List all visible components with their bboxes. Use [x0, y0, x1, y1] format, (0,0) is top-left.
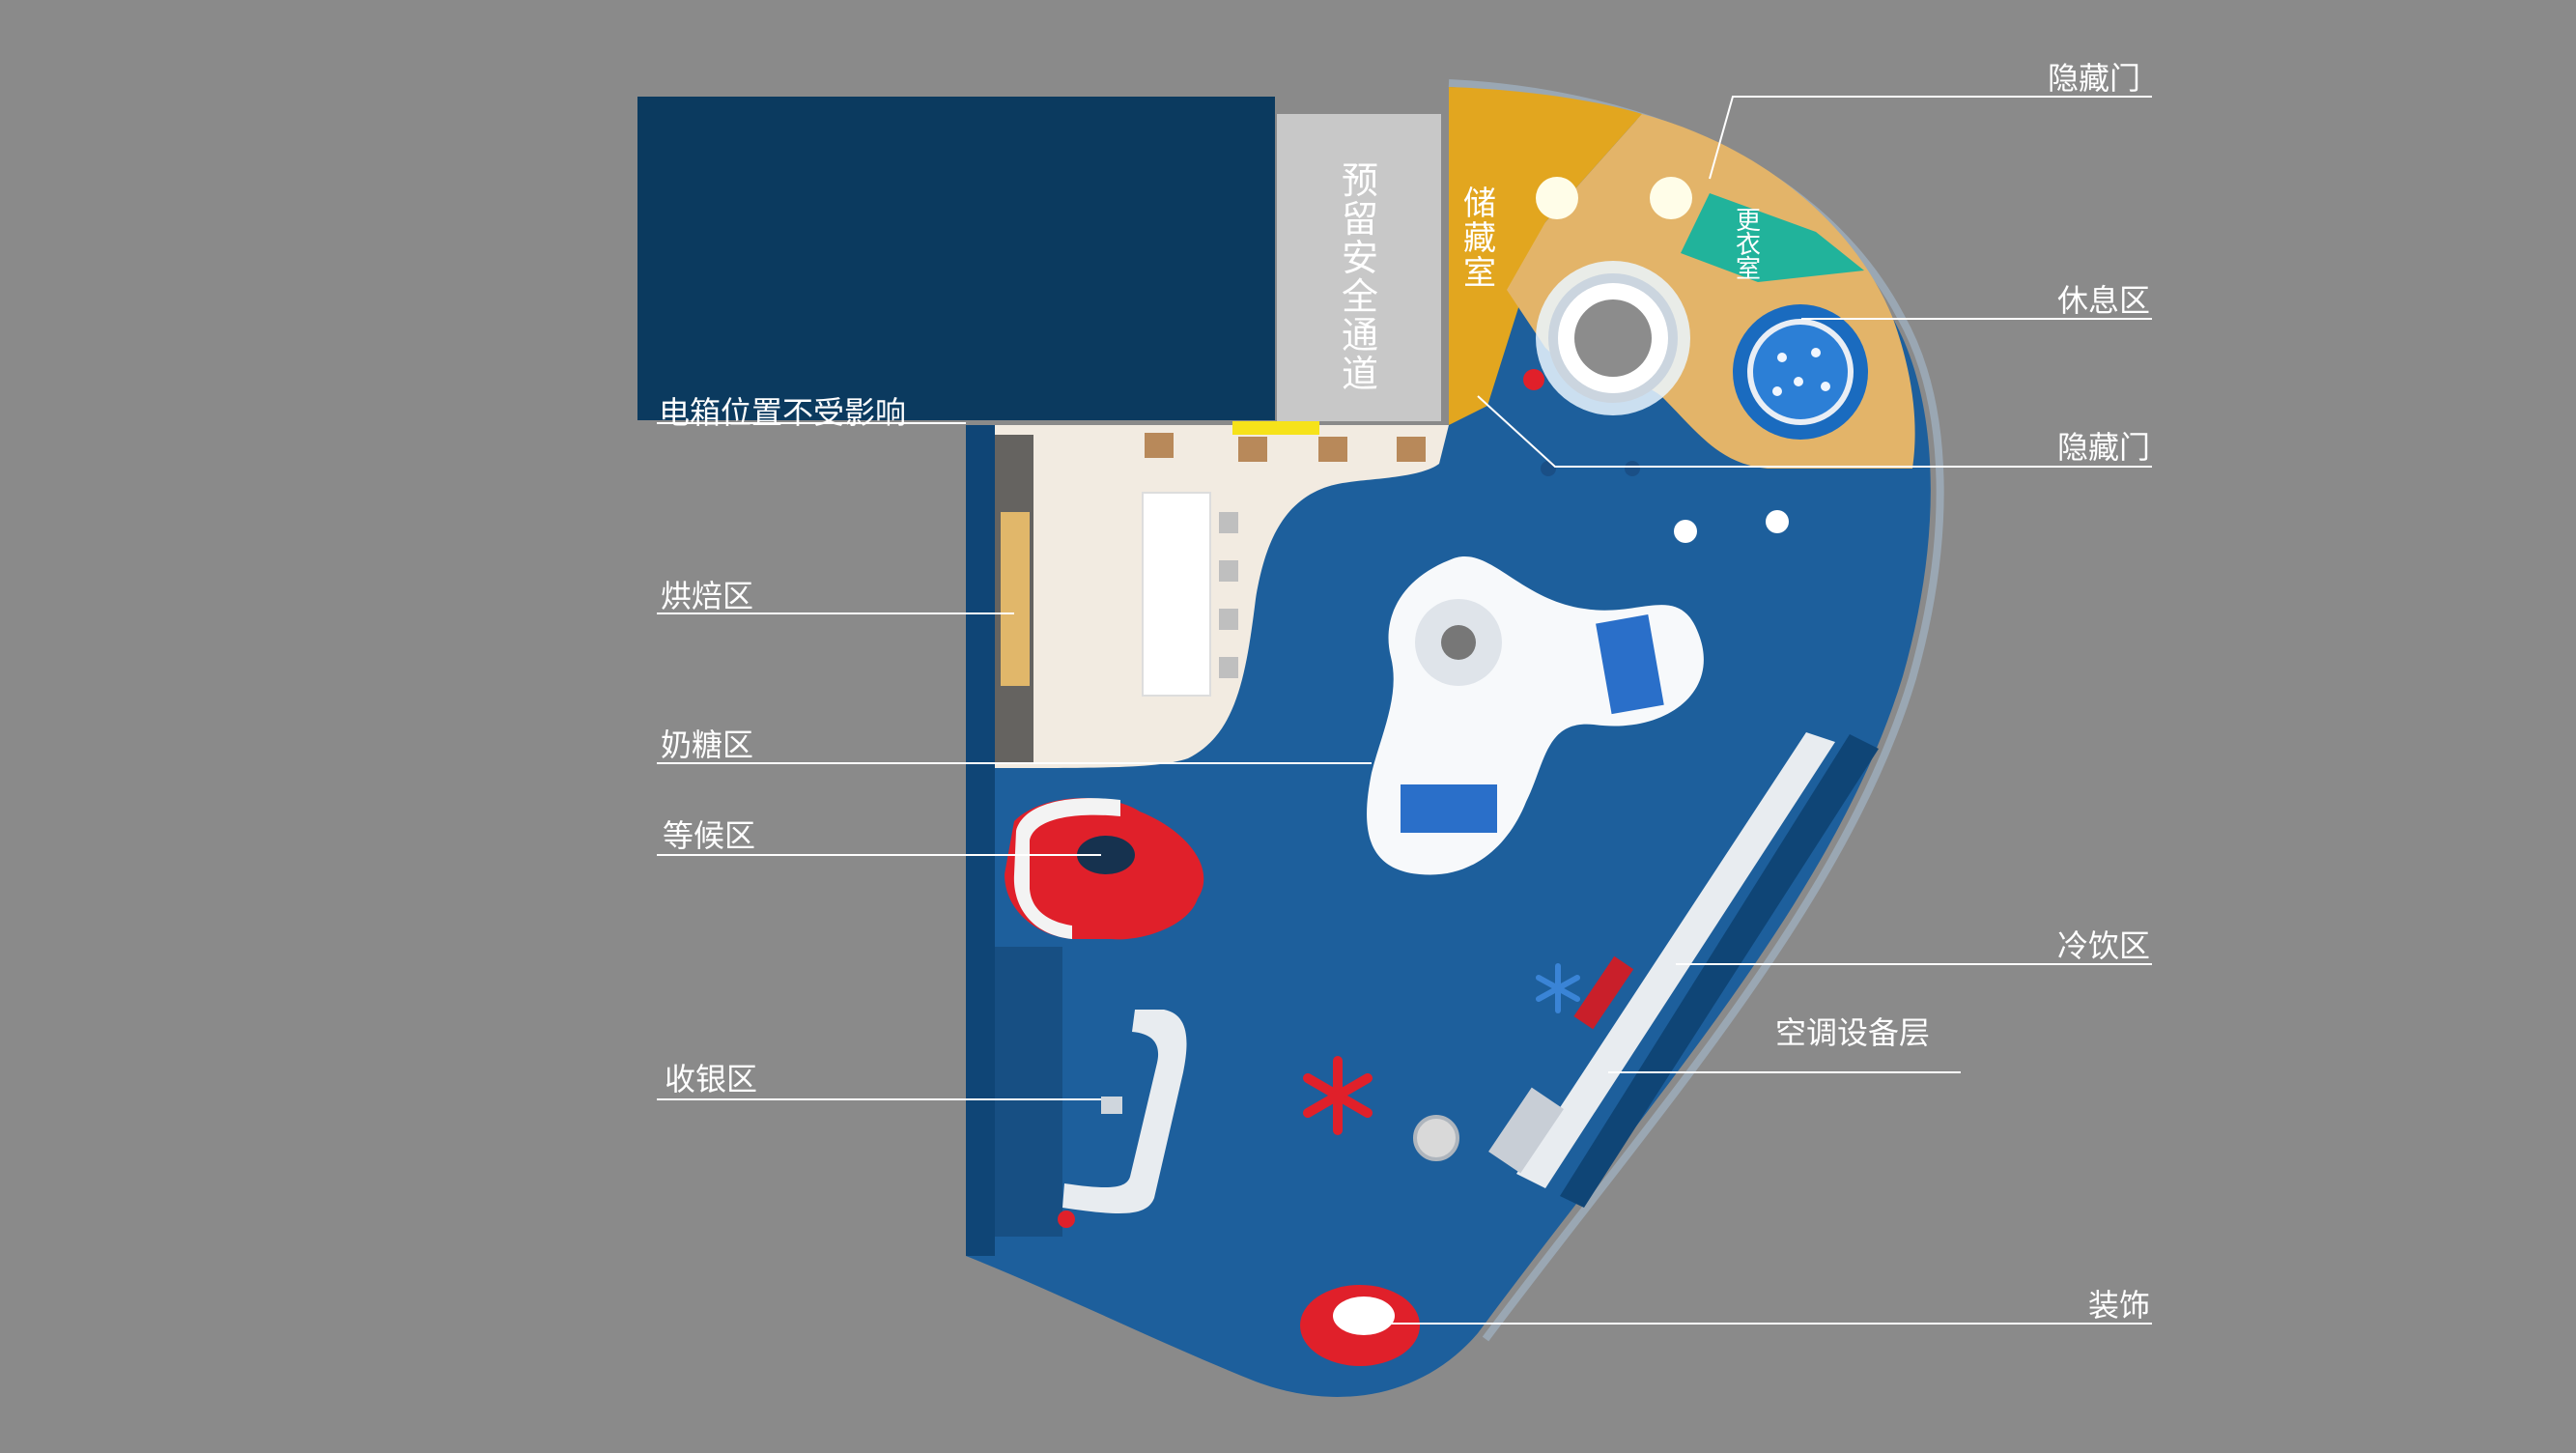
label-ac-layer: 空调设备层 — [1775, 1014, 1930, 1051]
toffee-stool — [1441, 625, 1476, 660]
label-hidden-door-top: 隐藏门 — [2048, 60, 2140, 97]
round-table-top — [1574, 299, 1652, 377]
red-floor-dot — [1058, 1211, 1075, 1228]
rest-cushion — [1772, 386, 1782, 396]
bakery-stool — [1145, 433, 1174, 458]
left-wall-strip — [966, 425, 995, 1256]
changing-room — [1681, 193, 1864, 282]
bakery-chair — [1219, 512, 1238, 533]
floor-dot — [1625, 461, 1640, 476]
storage-char-2: 室 — [1463, 254, 1496, 293]
label-baking: 烘焙区 — [661, 578, 753, 614]
label-rest: 休息区 — [2057, 282, 2150, 319]
electric-box-block — [637, 97, 1275, 420]
snowflake-blue-icon — [1536, 963, 1580, 1013]
label-hidden-door-mid: 隐藏门 — [2057, 429, 2150, 466]
label-decoration: 装饰 — [2088, 1287, 2150, 1324]
cold-drink-counter — [1516, 732, 1835, 1188]
rest-cushion — [1794, 377, 1803, 386]
bakery-chair — [1219, 609, 1238, 630]
yellow-marker — [1232, 421, 1319, 435]
bakery-stool — [1238, 437, 1267, 462]
toffee-blue-display — [1401, 784, 1497, 833]
bakery-cabinet — [1001, 512, 1030, 686]
waiting-sofa-back — [1013, 798, 1120, 939]
bakery-stool — [1397, 437, 1426, 462]
cashier-alcove — [995, 947, 1062, 1237]
lounge-lamp — [1536, 177, 1578, 219]
bakery-chair — [1219, 657, 1238, 678]
rest-cushion — [1821, 382, 1830, 391]
changing-char-1: 衣 — [1736, 231, 1761, 260]
cold-drink-red-unit — [1573, 955, 1634, 1030]
cashier-counter — [1062, 1010, 1187, 1213]
safety-passage-char-4: 通 — [1342, 314, 1378, 356]
rest-sofa-inner — [1747, 319, 1854, 425]
floor-ball — [1413, 1115, 1459, 1161]
safety-passage-block — [1277, 114, 1441, 421]
changing-char-2: 室 — [1736, 255, 1761, 284]
label-waiting: 等候区 — [663, 817, 755, 854]
floor-ball — [1674, 520, 1697, 543]
red-marker — [1523, 369, 1544, 390]
bakery-stool — [1318, 437, 1347, 462]
snowflake-red-icon — [1303, 1056, 1373, 1135]
safety-passage-char-0: 预 — [1342, 159, 1378, 202]
leader-hidden-door-mid — [1477, 395, 2152, 468]
rest-cushion — [1811, 348, 1821, 357]
label-cold-drink: 冷饮区 — [2057, 927, 2150, 964]
toffee-blue-display — [1596, 614, 1664, 715]
lounge-lamp — [1650, 177, 1692, 219]
floor-dot — [1541, 461, 1556, 476]
storage-char-0: 储 — [1463, 185, 1496, 223]
decoration-sculpture — [1333, 1296, 1395, 1335]
safety-passage-char-3: 全 — [1342, 275, 1378, 318]
floor-ball — [1766, 510, 1789, 533]
safety-passage-char-2: 安 — [1342, 237, 1378, 279]
cashier-register — [1101, 1097, 1122, 1114]
label-cashier: 收银区 — [665, 1061, 757, 1097]
changing-char-0: 更 — [1736, 207, 1761, 236]
label-toffee: 奶糖区 — [661, 726, 753, 763]
cold-drink-fridge — [1488, 1087, 1564, 1174]
safety-passage-char-1: 留 — [1342, 198, 1378, 241]
bakery-area — [995, 425, 1449, 768]
label-electric-box: 电箱位置不受影响 — [659, 394, 906, 431]
bakery-chair — [1219, 560, 1238, 582]
bakery-counter — [1142, 492, 1211, 697]
storage-char-1: 藏 — [1463, 219, 1496, 258]
leader-hidden-door-top — [1709, 96, 2152, 180]
safety-passage-char-5: 道 — [1342, 353, 1378, 395]
ac-equipment-layer — [1560, 734, 1879, 1208]
rest-cushion — [1777, 353, 1787, 362]
waiting-table — [1077, 836, 1135, 874]
storage-room — [1449, 87, 1642, 425]
